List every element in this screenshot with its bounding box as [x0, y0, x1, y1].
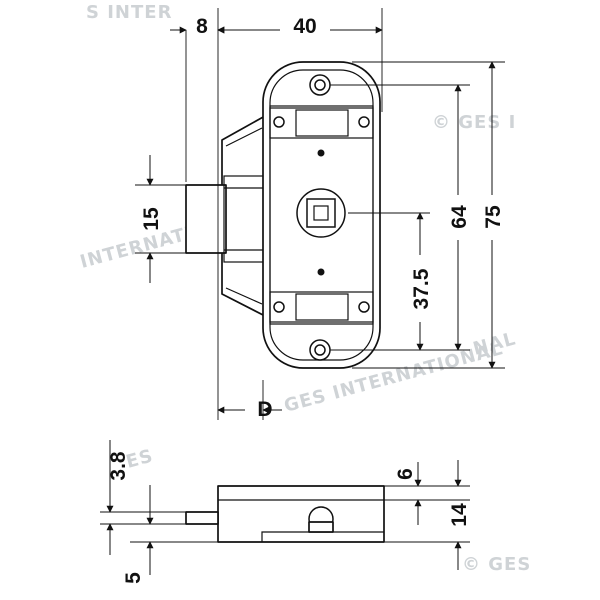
side-step: [261, 531, 384, 542]
dimension-lines: [146, 26, 496, 414]
top-cam-slot: [295, 109, 349, 137]
dim-label-8: 8: [196, 15, 208, 38]
watermark-top: S INTER: [86, 2, 172, 23]
cover-plate: [269, 105, 374, 325]
lock-body-inner: [269, 69, 374, 361]
dim-label-15: 15: [140, 207, 163, 231]
bottom-cam-slot: [295, 293, 349, 321]
rivet-icon: [358, 301, 370, 313]
side-body: [217, 485, 385, 543]
dim-label-40: 40: [293, 15, 316, 38]
square-drive: [306, 198, 336, 228]
watermark-top-right: © GES I: [432, 112, 516, 133]
bottom-cam: [269, 291, 374, 323]
top-cam: [269, 107, 374, 139]
side-cylinder-base: [308, 521, 334, 533]
dim-label-14: 14: [448, 503, 471, 527]
pin-icon: [317, 268, 325, 276]
rivet-icon: [273, 301, 285, 313]
rivet-icon: [273, 116, 285, 128]
square-drive-inner: [313, 205, 329, 221]
dim-label-75: 75: [482, 205, 505, 229]
side-bolt: [185, 511, 219, 525]
side-dimension-lines: [106, 440, 462, 575]
bottom-screw-hole-inner: [314, 344, 326, 356]
pin-icon: [317, 149, 325, 157]
dim-label-3-8: 3.8: [107, 451, 130, 481]
dim-label-37-5: 37.5: [410, 268, 433, 309]
side-view: [185, 485, 385, 543]
dim-label-64: 64: [448, 205, 471, 229]
extension-lines: [135, 8, 505, 420]
dim-label-d: D: [257, 398, 272, 421]
front-view: [185, 61, 381, 369]
bolt: [185, 184, 227, 254]
housing-edge: [225, 127, 263, 305]
dim-label-6: 6: [394, 468, 417, 480]
side-housing: [221, 115, 266, 317]
top-screw-hole-inner: [314, 79, 326, 91]
rivet-icon: [358, 116, 370, 128]
watermark-bottom-right: © GES: [462, 554, 531, 575]
dim-label-5: 5: [122, 572, 145, 584]
